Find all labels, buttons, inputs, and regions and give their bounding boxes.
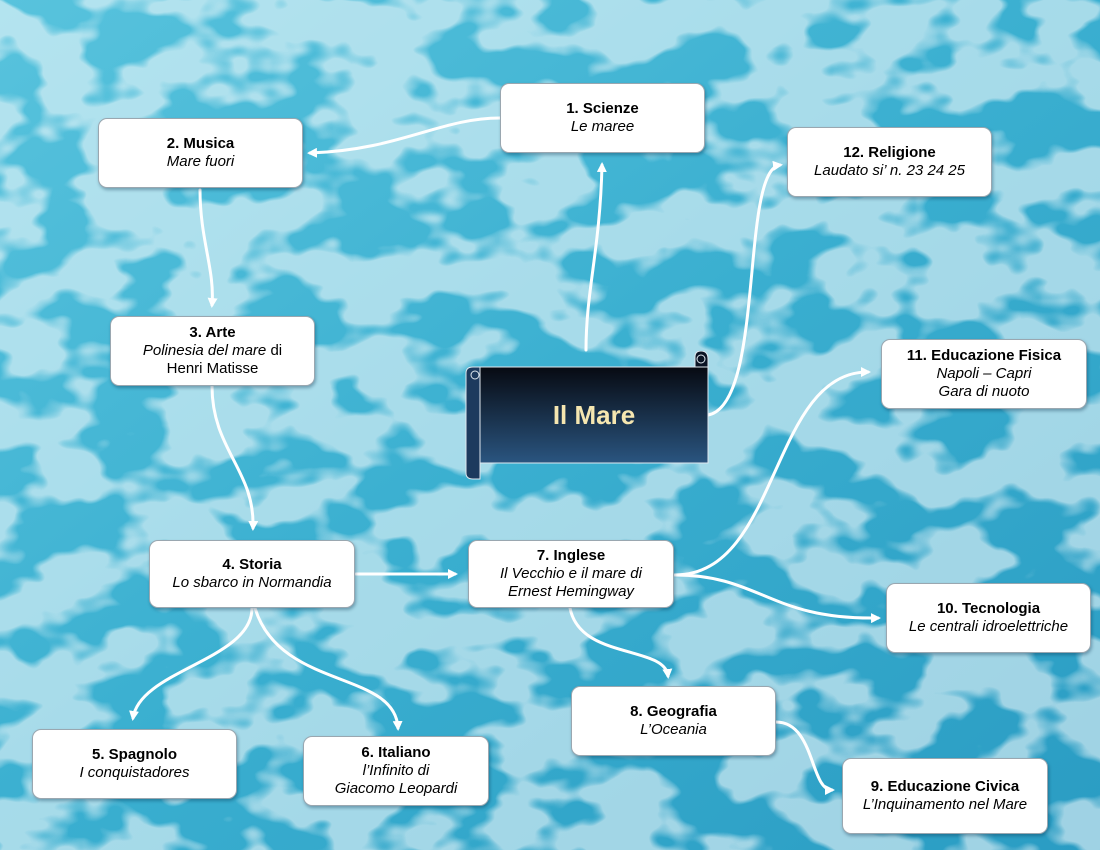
topic-title: 9. Educazione Civica (870, 778, 1020, 795)
central-banner (465, 351, 709, 480)
topic-title: 7. Inglese (536, 547, 606, 564)
topic-subtitle: L’Oceania (640, 721, 707, 738)
topic-arte[interactable]: 3. Arte Polinesia del mare di Henri Mati… (110, 316, 315, 386)
topic-inglese[interactable]: 7. Inglese Il Vecchio e il mare di Ernes… (468, 540, 674, 608)
connector-inglese-fisica (673, 367, 871, 577)
connector-center-religione (706, 160, 783, 417)
connector-center-scienze (584, 162, 607, 352)
topic-title: 8. Geografia (630, 703, 717, 720)
topic-italiano[interactable]: 6. Italiano l’Infinito di Giacomo Leopar… (303, 736, 489, 806)
topic-title: 3. Arte (189, 324, 236, 341)
topic-subtitle: I conquistadores (79, 764, 190, 781)
topic-title: 5. Spagnolo (91, 746, 177, 763)
topic-title: 11. Educazione Fisica (906, 347, 1062, 364)
connector-musica-arte (198, 188, 218, 308)
topic-title: 10. Tecnologia (936, 600, 1041, 617)
topic-subtitle: Le maree (570, 118, 635, 135)
connector-scienze-musica (307, 116, 502, 158)
connector-storia-spagnolo (129, 606, 254, 721)
topic-title: 1. Scienze (566, 100, 639, 117)
topic-educazione-civica[interactable]: 9. Educazione Civica L’Inquinamento nel … (842, 758, 1048, 834)
topic-subtitle: Mare fuori (166, 153, 235, 170)
topic-scienze[interactable]: 1. Scienze Le maree (500, 83, 705, 153)
topic-musica[interactable]: 2. Musica Mare fuori (98, 118, 303, 188)
topic-subtitle: L’Inquinamento nel Mare (862, 796, 1028, 813)
topic-subtitle: Laudato si’ n. 23 24 25 (814, 162, 965, 179)
topic-subtitle: Lo sbarco in Normandia (172, 574, 332, 591)
topic-title: 2. Musica (166, 135, 235, 152)
topic-subtitle-line2: Giacomo Leopardi (334, 780, 458, 797)
connector-inglese-tecnologia (673, 573, 881, 624)
topic-subtitle-line1: Polinesia del mare di (143, 342, 282, 360)
topic-religione[interactable]: 12. Religione Laudato si’ n. 23 24 25 (787, 127, 992, 197)
topic-subtitle-line2: Ernest Hemingway (508, 583, 634, 600)
central-title: Il Mare (552, 399, 636, 430)
topic-spagnolo[interactable]: 5. Spagnolo I conquistadores (32, 729, 237, 799)
topic-subtitle: l’Infinito di (362, 762, 430, 779)
topic-subtitle-tail: di (266, 342, 283, 359)
topic-storia[interactable]: 4. Storia Lo sbarco in Normandia (149, 540, 355, 608)
topic-subtitle: Il Vecchio e il mare di (499, 565, 642, 582)
topic-title: 12. Religione (843, 144, 936, 161)
topic-educazione-fisica[interactable]: 11. Educazione Fisica Napoli – Capri Gar… (881, 339, 1087, 409)
topic-subtitle-artwork: Polinesia del mare (142, 342, 267, 359)
topic-subtitle-line2: Gara di nuoto (938, 383, 1030, 400)
connector-storia-italiano (253, 606, 403, 731)
connector-inglese-geografia (568, 606, 673, 679)
connector-arte-storia (210, 384, 259, 531)
topic-title: 6. Italiano (361, 744, 431, 761)
topic-tecnologia[interactable]: 10. Tecnologia Le centrali idroelettrich… (886, 583, 1091, 653)
topic-title: 4. Storia (222, 556, 282, 573)
topic-subtitle-line2: Henri Matisse (166, 360, 259, 377)
topic-subtitle: Le centrali idroelettriche (908, 618, 1069, 635)
topic-subtitle: Napoli – Capri (936, 365, 1032, 382)
connector-geografia-civica (774, 720, 835, 795)
topic-geografia[interactable]: 8. Geografia L’Oceania (571, 686, 776, 756)
